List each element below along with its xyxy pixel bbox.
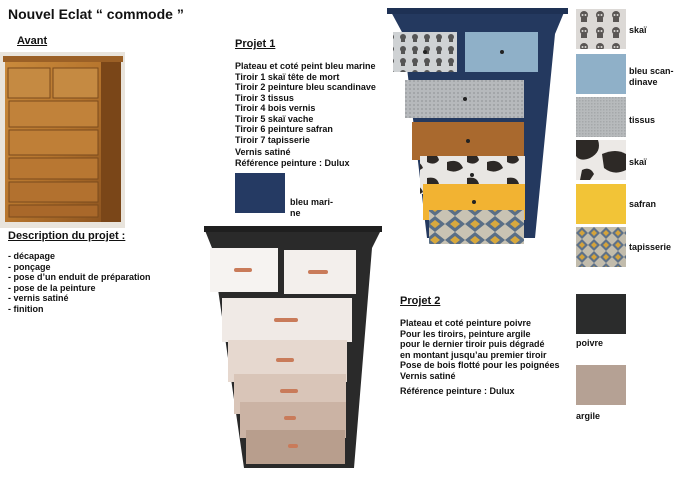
- projet1-line: Tiroir 1 skaï tête de mort: [235, 71, 340, 82]
- description-list: - décapage - ponçage - pose d’un enduit …: [8, 251, 151, 314]
- projet2-heading: Projet 2: [400, 295, 441, 307]
- projet1-dresser-render: [387, 8, 568, 244]
- sample-label: bleu scan- dinave: [629, 66, 674, 87]
- projet1-reference: Référence peinture : Dulux: [235, 158, 350, 168]
- projet2-line: pour le dernier tiroir puis dégradé: [400, 339, 545, 349]
- description-item: - décapage: [8, 251, 56, 261]
- projet2-line: en montant jusqu’au premier tiroir: [400, 349, 547, 360]
- projet2-dresser-render: [204, 226, 382, 468]
- safran-swatch: [576, 184, 626, 224]
- description-item: - pose de la peinture: [8, 282, 96, 293]
- dresser-before-photo: [0, 52, 125, 228]
- projet2-line: Vernis satiné: [400, 370, 456, 381]
- description-item: - pose d’un enduit de préparation: [8, 272, 151, 282]
- projet2-line: Plateau et coté peinture poivre: [400, 318, 532, 328]
- projet1-line: Tiroir 3 tissus: [235, 92, 294, 103]
- projet2-reference: Référence peinture : Dulux: [400, 386, 515, 396]
- argile-swatch: [576, 365, 626, 405]
- projet1-line: Plateau et coté peint bleu marine: [235, 61, 376, 71]
- skai-cowhide-swatch: [576, 140, 626, 180]
- tapisserie-swatch: [576, 227, 626, 267]
- description-item: - vernis satiné: [8, 293, 69, 303]
- projet1-heading: Projet 1: [235, 38, 276, 50]
- description-heading: Description du projet :: [8, 230, 126, 242]
- sample-label: poivre: [576, 338, 604, 348]
- skai-skull-swatch: [576, 9, 626, 49]
- projet1-line: Tiroir 7 tapisserie: [235, 134, 310, 145]
- projet2-description: Plateau et coté peinture poivre Pour les…: [400, 318, 560, 381]
- sample-label: safran: [629, 199, 657, 209]
- sample-label: skaï: [629, 157, 647, 167]
- bleu-scandinave-swatch: [576, 54, 626, 94]
- projet1-line: Tiroir 2 peinture bleu scandinave: [235, 82, 376, 92]
- bleu-marine-label: bleu mari- ne: [290, 197, 334, 218]
- description-item: - finition: [8, 303, 44, 314]
- page-title: Nouvel Eclat “ commode ”: [8, 6, 184, 22]
- tissus-swatch: [576, 97, 626, 137]
- avant-heading: Avant: [17, 35, 48, 47]
- projet1-vernis: Vernis satiné: [235, 147, 291, 157]
- sample-label: tissus: [629, 115, 656, 125]
- sample-label: skaï: [629, 25, 647, 35]
- sample-label: tapisserie: [629, 242, 672, 252]
- projet1-line: Tiroir 4 bois vernis: [235, 103, 316, 113]
- sample-label: argile: [576, 411, 601, 421]
- bleu-marine-swatch: [235, 173, 285, 213]
- description-item: - ponçage: [8, 261, 51, 272]
- projet1-line: Tiroir 6 peinture safran: [235, 124, 333, 134]
- projet1-description: Plateau et coté peint bleu marine Tiroir…: [235, 61, 376, 145]
- projet2-line: Pose de bois flotté pour les poignées: [400, 360, 560, 370]
- projet2-line: Pour les tiroirs, peinture argile: [400, 328, 531, 339]
- projet1-line: Tiroir 5 skaï vache: [235, 113, 314, 124]
- poivre-swatch: [576, 294, 626, 334]
